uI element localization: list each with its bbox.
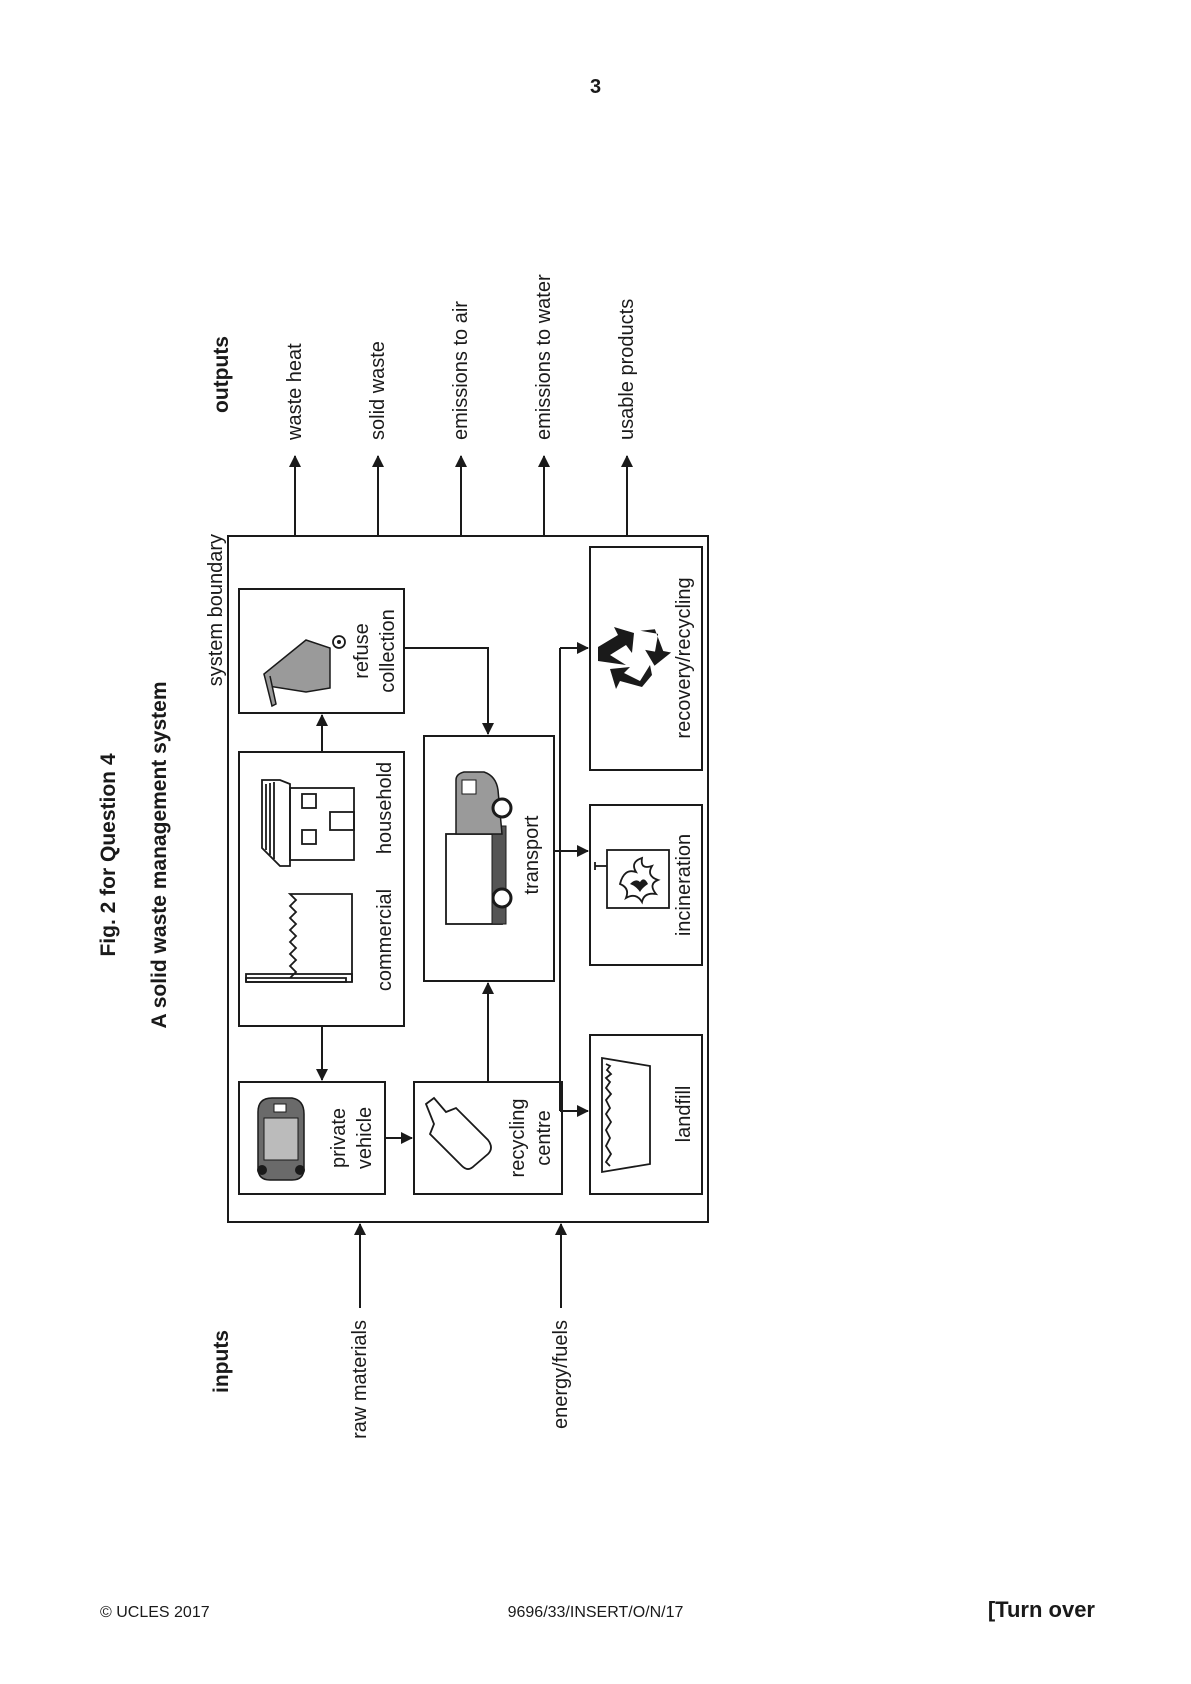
private-label-line1: private <box>328 1108 350 1168</box>
private-label-line2: vehicle <box>354 1107 376 1169</box>
footer-copyright: © UCLES 2017 <box>100 1604 210 1621</box>
recycling-symbol-icon <box>598 627 672 689</box>
recycling-centre-box <box>413 1081 563 1195</box>
page-number: 3 <box>589 76 602 98</box>
inputs-heading: inputs <box>210 1330 233 1393</box>
footer-turn-over: [Turn over <box>987 1597 1095 1622</box>
recycling-label-line1: recycling <box>507 1099 529 1178</box>
incineration-label: incineration <box>673 834 695 936</box>
truck-icon <box>445 771 513 925</box>
landfill-label: landfill <box>673 1086 695 1143</box>
system-boundary-label: system boundary <box>205 534 227 686</box>
figure-caption: Fig. 2 for Question 4 <box>97 753 120 956</box>
refuse-label-line1: refuse <box>351 623 373 679</box>
output-label-solid-waste: solid waste <box>367 341 389 440</box>
incinerator-fire-icon <box>594 849 670 909</box>
arrow-refuse-to-transport <box>404 647 494 735</box>
bottle-icon <box>424 1096 492 1170</box>
landfill-box <box>589 1034 703 1195</box>
landfill-icon <box>601 1056 651 1174</box>
recovery-label: recovery/recycling <box>673 577 695 738</box>
input-label-raw-materials: raw materials <box>349 1320 371 1439</box>
household-label: household <box>374 762 396 854</box>
input-label-energy-fuels: energy/fuels <box>550 1320 572 1429</box>
output-label-waste-heat: waste heat <box>284 343 306 441</box>
output-label-emissions-air: emissions to air <box>450 301 472 440</box>
wheelie-bin-icon <box>263 635 346 708</box>
figure-title: A solid waste management system <box>148 681 171 1028</box>
refuse-label-line2: collection <box>377 609 399 692</box>
commercial-label: commercial <box>374 889 396 991</box>
recycling-label-line2: centre <box>533 1110 555 1166</box>
house-icon <box>261 779 355 867</box>
output-label-emissions-water: emissions to water <box>533 274 555 440</box>
car-icon <box>257 1097 305 1181</box>
output-label-usable-products: usable products <box>616 299 638 440</box>
footer-code: 9696/33/INSERT/O/N/17 <box>507 1604 684 1621</box>
outputs-heading: outputs <box>210 336 233 413</box>
factory-icon <box>245 893 353 983</box>
transport-label: transport <box>521 815 543 894</box>
